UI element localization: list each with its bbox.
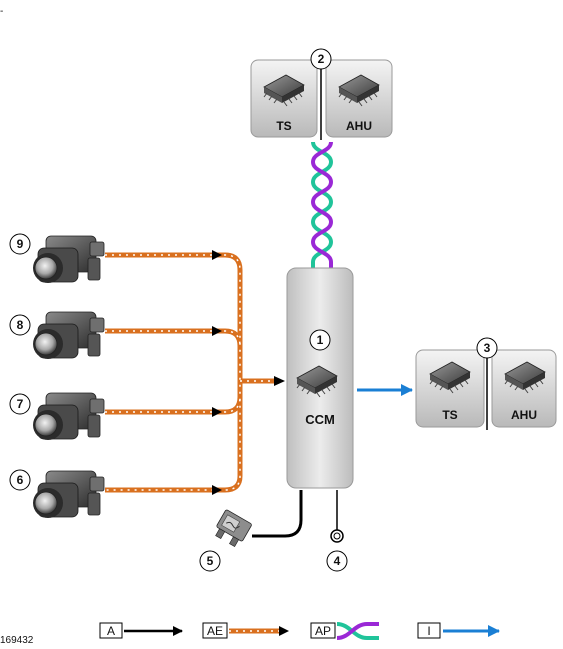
reference-number: 169432 [0,635,34,646]
svg-text:5: 5 [207,554,214,568]
svg-text:7: 7 [17,397,24,411]
ts-label-right: TS [442,408,457,422]
svg-text:AP: AP [315,624,331,638]
ts-label-top: TS [276,119,291,133]
callout-4: 4 [326,550,348,572]
callout-9: 9 [9,233,31,255]
svg-text:I: I [427,624,430,638]
legend-item-i: I [417,622,500,639]
legend: A AE AP I [99,622,500,640]
ahu-label-top: AHU [346,119,372,133]
svg-text:6: 6 [17,473,24,487]
legend-line-twisted [336,622,379,640]
camera-icon [32,311,105,360]
ahu-label-right: AHU [511,408,537,422]
svg-text:4: 4 [334,554,341,568]
right-module-group: TS AHU [415,349,557,430]
top-module-group: TS AHU [250,59,393,140]
callout-6: 6 [9,469,31,491]
legend-item-ae: AE [202,622,289,639]
ground-icon [330,490,344,543]
camera-harness [105,250,285,495]
camera-icon [32,392,105,441]
callout-5: 5 [199,550,221,572]
fuse-icon [215,490,303,547]
legend-item-ap: AP [310,622,379,640]
camera-icon [32,235,105,284]
callout-2: 2 [310,48,332,70]
ccm-label: CCM [305,412,335,427]
twisted-pair-link [310,141,334,270]
svg-text:9: 9 [17,237,24,251]
svg-text:3: 3 [484,341,491,355]
svg-text:8: 8 [17,318,24,332]
ccm-module: CCM [286,267,354,489]
callout-1: 1 [309,329,331,351]
callout-7: 7 [9,393,31,415]
svg-text:1: 1 [317,333,324,347]
legend-item-a: A [99,622,183,639]
camera-icon [32,470,105,519]
svg-text:2: 2 [318,52,325,66]
svg-text:A: A [107,624,115,638]
svg-text:AE: AE [207,624,223,638]
corner-mark: - [0,6,3,17]
callout-8: 8 [9,314,31,336]
callout-3: 3 [476,337,498,359]
